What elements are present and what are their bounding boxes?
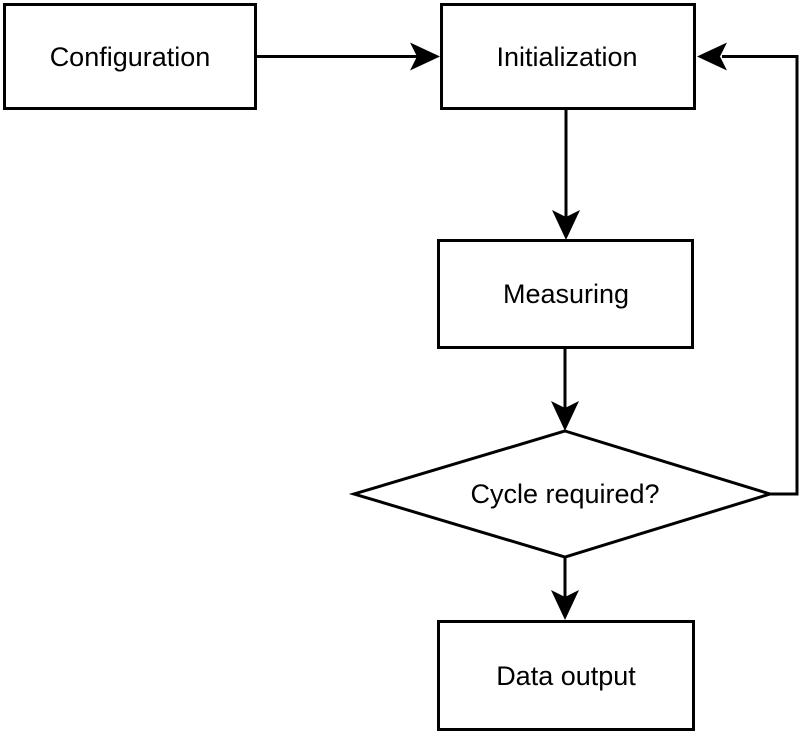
node-initialization: Initialization — [440, 3, 696, 110]
measuring-label: Measuring — [503, 279, 629, 309]
initialization-box — [440, 3, 696, 110]
arrowhead-into-data-output-top-icon — [551, 590, 579, 620]
configuration-box — [3, 3, 257, 110]
node-configuration: Configuration — [3, 3, 257, 110]
initialization-label: Initialization — [496, 42, 637, 72]
node-data-output: Data output — [437, 620, 695, 731]
arrowhead-into-initialization-right-icon — [697, 42, 727, 71]
edge-feedback-cycle-to-initialization — [722, 55, 799, 496]
arrowhead-into-measuring-top-icon — [552, 210, 580, 240]
node-cycle-required: Cycle required? — [348, 429, 776, 559]
arrowhead-into-initialization-left-icon — [410, 42, 440, 71]
node-measuring: Measuring — [437, 239, 694, 349]
data-output-label: Data output — [496, 661, 636, 691]
cycle-required-diamond — [348, 429, 776, 559]
measuring-box — [437, 239, 694, 349]
data-output-box — [437, 620, 695, 731]
arrowhead-into-decision-top-icon — [551, 401, 579, 431]
configuration-label: Configuration — [50, 42, 211, 72]
edges — [257, 42, 799, 620]
cycle-required-label: Cycle required? — [470, 479, 659, 509]
